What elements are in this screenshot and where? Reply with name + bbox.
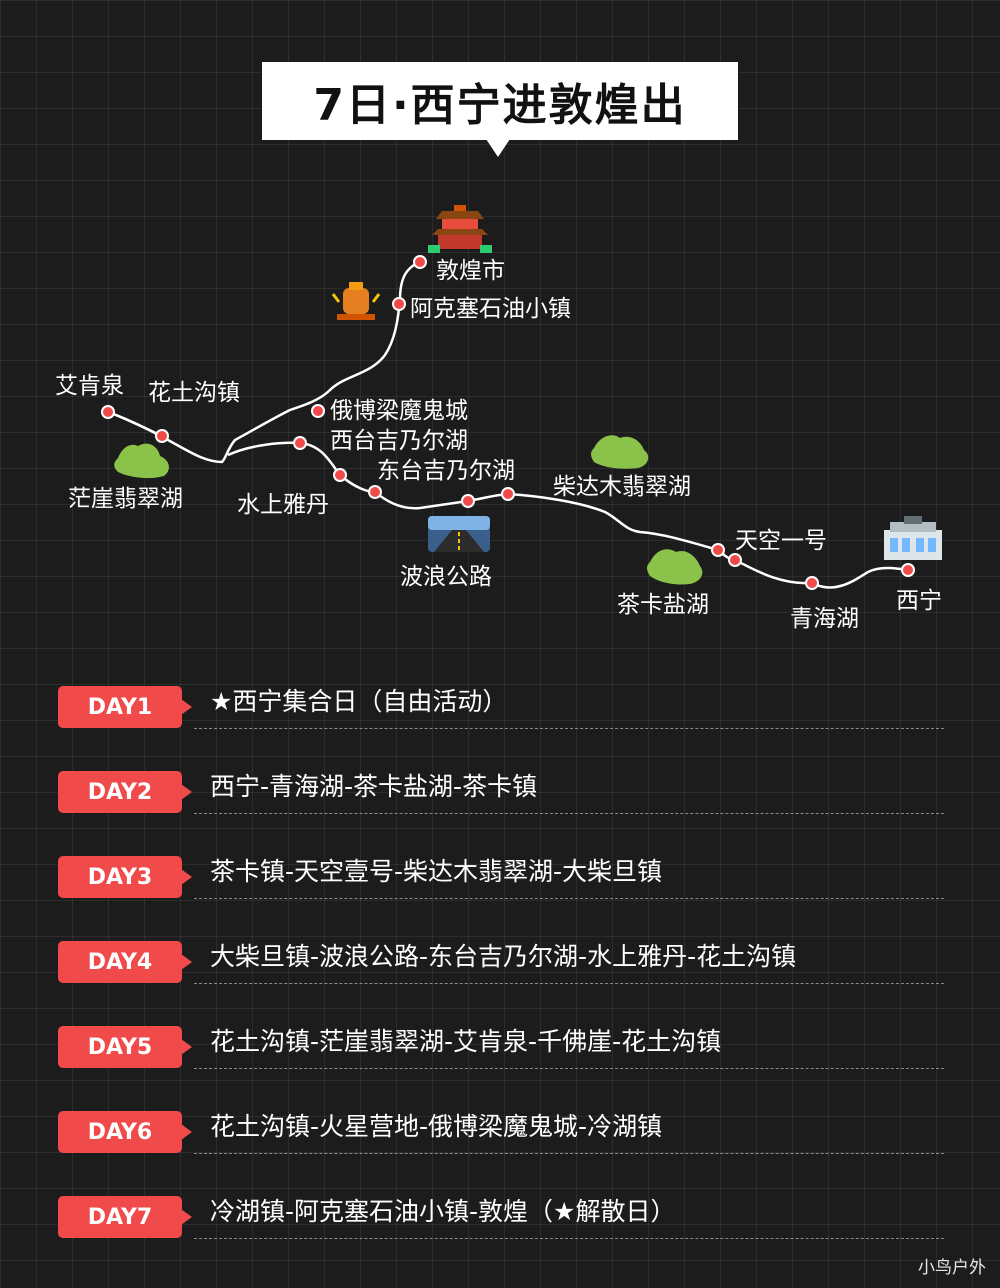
day-route-text: 冷湖镇-阿克塞石油小镇-敦煌（★解散日）	[210, 1197, 676, 1226]
watermark: 小鸟户外	[918, 1258, 986, 1278]
stop-label-akesai: 阿克塞石油小镇	[410, 296, 571, 322]
stop-label-mangya: 茫崖翡翠湖	[68, 486, 183, 512]
day-badge-arrow	[181, 1039, 192, 1055]
stop-label-tiankong: 天空一号	[735, 528, 827, 554]
stop-dots	[101, 255, 915, 590]
day-badge-arrow	[181, 869, 192, 885]
day-badge-arrow	[181, 1209, 192, 1225]
page-title: 7日·西宁进敦煌出	[262, 62, 738, 140]
stop-label-huatugou: 花土沟镇	[148, 380, 240, 406]
stop-dot-dongtai[interactable]	[501, 487, 515, 501]
itinerary-row: DAY1 ★西宁集合日（自由活动）	[58, 682, 944, 730]
itinerary-row: DAY6 花土沟镇-火星营地-俄博梁魔鬼城-冷湖镇	[58, 1107, 944, 1155]
stop-dot-tiankong[interactable]	[728, 553, 742, 567]
row-divider	[194, 728, 944, 729]
route-line-east	[227, 441, 909, 589]
station-building-icon	[884, 516, 942, 560]
route-branch	[107, 410, 163, 438]
itinerary-row: DAY3 茶卡镇-天空壹号-柴达木翡翠湖-大柴旦镇	[58, 852, 944, 900]
day-route-text: 大柴旦镇-波浪公路-东台吉乃尔湖-水上雅丹-花土沟镇	[210, 942, 797, 971]
day-badge[interactable]: DAY6	[58, 1111, 182, 1153]
stop-label-ebo: 俄博梁魔鬼城	[330, 398, 468, 424]
stop-dot-shuishang[interactable]	[333, 468, 347, 482]
stop-label-qinghai: 青海湖	[790, 606, 859, 632]
stop-dot-ebo[interactable]	[311, 404, 325, 418]
stop-label-bolang: 波浪公路	[400, 564, 492, 590]
day-badge-arrow	[181, 784, 192, 800]
row-divider	[194, 983, 944, 984]
day-route-text: ★西宁集合日（自由活动）	[210, 687, 508, 716]
lake-shape-icon	[114, 443, 169, 479]
day-badge[interactable]: DAY7	[58, 1196, 182, 1238]
pagoda-icon	[428, 205, 492, 253]
route-line	[107, 260, 421, 464]
title-pointer	[486, 139, 510, 157]
stop-label-xining: 西宁	[896, 588, 942, 614]
itinerary-row: DAY7 冷湖镇-阿克塞石油小镇-敦煌（★解散日）	[58, 1192, 944, 1240]
stop-dot-chaka[interactable]	[711, 543, 725, 557]
stop-dot-dunhuang[interactable]	[413, 255, 427, 269]
day-route-text: 西宁-青海湖-茶卡盐湖-茶卡镇	[210, 772, 538, 801]
row-divider	[194, 898, 944, 899]
stop-dot-dongtai-a[interactable]	[368, 485, 382, 499]
stop-label-chaka: 茶卡盐湖	[617, 592, 709, 618]
lake-shape-icon	[591, 435, 649, 469]
day-badge[interactable]: DAY1	[58, 686, 182, 728]
stop-dot-aikenquan[interactable]	[101, 405, 115, 419]
lake-shape-icon	[647, 549, 703, 585]
row-divider	[194, 1153, 944, 1154]
stop-dot-akesai[interactable]	[392, 297, 406, 311]
row-divider	[194, 813, 944, 814]
day-route-text: 茶卡镇-天空壹号-柴达木翡翠湖-大柴旦镇	[210, 857, 663, 886]
stop-dot-qinghai[interactable]	[805, 576, 819, 590]
day-badge[interactable]: DAY5	[58, 1026, 182, 1068]
day-badge-arrow	[181, 699, 192, 715]
day-badge-arrow	[181, 954, 192, 970]
stop-dot-bolang[interactable]	[461, 494, 475, 508]
stop-dot-xitai[interactable]	[293, 436, 307, 450]
day-badge[interactable]: DAY3	[58, 856, 182, 898]
road-icon	[428, 516, 490, 552]
stop-label-dunhuang: 敦煌市	[436, 258, 505, 284]
itinerary-row: DAY4 大柴旦镇-波浪公路-东台吉乃尔湖-水上雅丹-花土沟镇	[58, 937, 944, 985]
route-map: 敦煌市 阿克塞石油小镇 艾肯泉 花土沟镇 俄博梁魔鬼城 西台吉乃尔湖 东台吉乃尔…	[55, 205, 942, 632]
day-badge-arrow	[181, 1124, 192, 1140]
stop-dot-xining[interactable]	[901, 563, 915, 577]
stop-label-chaidamu: 柴达木翡翠湖	[553, 474, 691, 500]
oil-pump-icon	[331, 282, 381, 320]
day-badge[interactable]: DAY4	[58, 941, 182, 983]
day-route-text: 花土沟镇-茫崖翡翠湖-艾肯泉-千佛崖-花土沟镇	[210, 1027, 722, 1056]
stop-label-shuishang: 水上雅丹	[237, 492, 329, 518]
day-route-text: 花土沟镇-火星营地-俄博梁魔鬼城-冷湖镇	[210, 1112, 663, 1141]
itinerary-row: DAY2 西宁-青海湖-茶卡盐湖-茶卡镇	[58, 767, 944, 815]
row-divider	[194, 1068, 944, 1069]
stop-label-xitai: 西台吉乃尔湖	[330, 428, 468, 454]
itinerary-row: DAY5 花土沟镇-茫崖翡翠湖-艾肯泉-千佛崖-花土沟镇	[58, 1022, 944, 1070]
stop-label-dongtai: 东台吉乃尔湖	[377, 458, 515, 484]
stop-label-aikenquan: 艾肯泉	[55, 373, 124, 399]
row-divider	[194, 1238, 944, 1239]
page-title-text: 7日·西宁进敦煌出	[313, 80, 687, 131]
day-badge[interactable]: DAY2	[58, 771, 182, 813]
stop-dot-huatugou[interactable]	[155, 429, 169, 443]
